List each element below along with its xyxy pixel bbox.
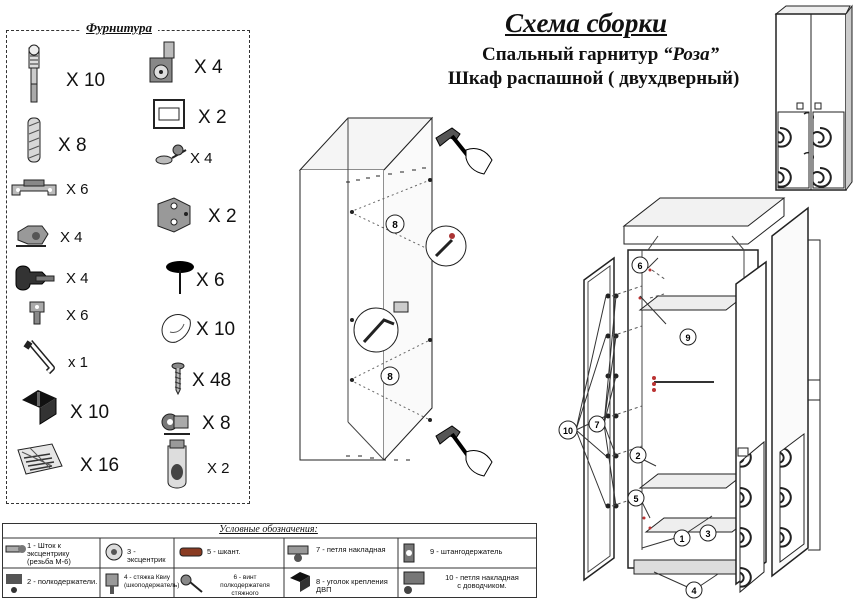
product-subtitle: Шкаф распашной ( двухдверный) xyxy=(448,68,740,89)
corner-bracket-icon xyxy=(22,390,57,425)
qty-label: X 48 xyxy=(192,370,232,391)
qty-label: X 4 xyxy=(60,229,83,246)
diagram-title: Схема сборки xyxy=(505,8,668,38)
wardrobe-exploded-diagram xyxy=(575,197,821,594)
cap-icon xyxy=(161,314,191,343)
legend-box xyxy=(2,523,537,598)
legend-item: 10 - петля накладная с доводчиком. xyxy=(445,573,519,590)
bracket-icon xyxy=(11,179,57,196)
hammer-icon xyxy=(435,425,493,477)
hinge-icon xyxy=(157,197,191,233)
back-panel-diagram xyxy=(298,116,434,461)
dowel-icon xyxy=(27,117,41,163)
qty-label: X 8 xyxy=(58,135,87,156)
eccentric-rod-icon xyxy=(28,44,40,103)
finished-wardrobe-thumbnail xyxy=(774,4,853,191)
cam-housing-icon xyxy=(149,41,175,83)
qty-label: X 16 xyxy=(80,455,120,476)
qty-label: x 1 xyxy=(68,354,89,371)
qty-label: X 4 xyxy=(194,57,223,78)
qty-label: X 8 xyxy=(202,413,231,434)
clip-icon xyxy=(16,225,49,247)
handle-plate-icon xyxy=(153,99,185,129)
qty-label: X 4 xyxy=(190,150,213,167)
hex-key-icon xyxy=(23,340,55,375)
qty-label: X 2 xyxy=(198,107,227,128)
washer-screw-icon xyxy=(155,144,187,165)
product-line: Спальный гарнитур “Роза” xyxy=(482,44,719,66)
qty-label: X 4 xyxy=(66,270,89,287)
legend-item: 9 - штангодержатель xyxy=(430,547,503,556)
legend-item: 5 - шкант. xyxy=(207,547,241,556)
legend-item: 6 - винт полкодержателя стяжного xyxy=(220,574,270,597)
detail-magnifier-icon xyxy=(353,225,467,353)
legend-item: 4 - стяжка Квиу (шкоподержатель) xyxy=(124,574,180,589)
rod-holder-icon xyxy=(161,413,190,435)
qty-label: X 10 xyxy=(66,70,106,91)
qty-label: X 6 xyxy=(196,270,225,291)
cam-lock-icon xyxy=(15,265,55,291)
qty-label: X 2 xyxy=(208,206,237,227)
legend-item: 2 - полкодержатели. xyxy=(27,577,98,586)
qty-label: X 10 xyxy=(196,319,236,340)
hardware-title: Фурнитура xyxy=(80,20,158,36)
legend-item: 1 - Шток к эксцентрику (резьба М-6) xyxy=(27,541,71,566)
qty-label: X 2 xyxy=(207,460,230,477)
product-prefix: Спальный гарнитур xyxy=(482,44,664,65)
legend-title: Условные обозначения: xyxy=(219,524,318,535)
legend-item: 8 - уголок крепления ДВП xyxy=(316,577,388,594)
overlay-hinge-icon xyxy=(167,439,187,489)
qty-label: X 10 xyxy=(70,402,110,423)
legend-item: 7 - петля накладная xyxy=(316,545,386,554)
shelf-support-icon xyxy=(29,301,45,325)
product-name: “Роза” xyxy=(663,44,720,65)
screw-icon xyxy=(171,362,185,396)
nail-bag-icon xyxy=(17,443,63,475)
legend-item: 3 - эксцентрик xyxy=(127,547,166,564)
nail-icon xyxy=(166,261,194,294)
qty-label: X 6 xyxy=(66,181,89,198)
hammer-icon xyxy=(435,127,493,175)
qty-label: X 6 xyxy=(66,307,89,324)
